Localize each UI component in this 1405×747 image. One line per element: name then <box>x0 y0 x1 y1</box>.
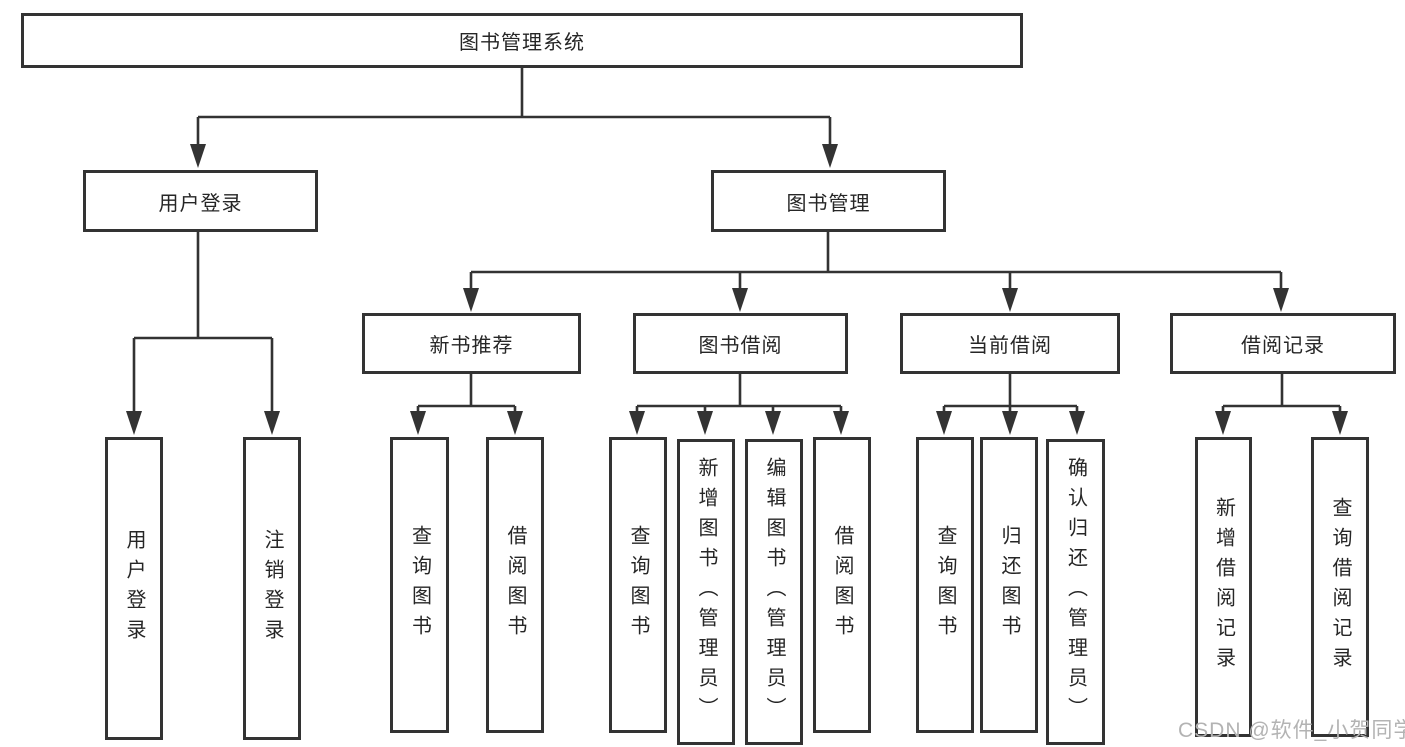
arrowhead-icon <box>1332 411 1348 435</box>
node-library-management-system: 图书管理系统 <box>21 13 1023 68</box>
leaf-user-login: 用户登录 <box>105 437 163 740</box>
leaf-return-books: 归还图书 <box>980 437 1038 733</box>
arrowhead-icon <box>822 144 838 168</box>
leaf-add-borrow-record: 新增借阅记录 <box>1195 437 1252 737</box>
leaf-query-borrow-record: 查询借阅记录 <box>1311 437 1369 737</box>
node-user-login: 用户登录 <box>83 170 318 232</box>
arrowhead-icon <box>190 144 206 168</box>
arrowhead-icon <box>1002 411 1018 435</box>
arrowhead-icon <box>732 288 748 312</box>
arrowhead-icon <box>629 411 645 435</box>
arrowhead-icon <box>410 411 426 435</box>
leaf-query-books-current: 查询图书 <box>916 437 974 733</box>
leaf-confirm-return-admin: 确认归还（管理员） <box>1046 439 1105 745</box>
arrowhead-icon <box>936 411 952 435</box>
node-new-book-recommend: 新书推荐 <box>362 313 581 374</box>
arrowhead-icon <box>126 411 142 435</box>
node-current-borrowing: 当前借阅 <box>900 313 1120 374</box>
leaf-query-books-borrow: 查询图书 <box>609 437 667 733</box>
arrowhead-icon <box>1273 288 1289 312</box>
leaf-borrow-books-recommend: 借阅图书 <box>486 437 544 733</box>
arrowhead-icon <box>264 411 280 435</box>
node-book-management: 图书管理 <box>711 170 946 232</box>
arrowhead-icon <box>1002 288 1018 312</box>
tree-edges <box>132 68 1342 414</box>
csdn-watermark: CSDN @软件_小贺同学 <box>1178 719 1405 742</box>
arrowhead-icon <box>765 411 781 435</box>
leaf-logout: 注销登录 <box>243 437 301 740</box>
arrowhead-icon <box>697 411 713 435</box>
arrowhead-icon <box>1069 411 1085 435</box>
leaf-query-books-recommend: 查询图书 <box>390 437 449 733</box>
arrowhead-icon <box>1215 411 1231 435</box>
leaf-add-books-admin: 新增图书（管理员） <box>677 439 735 745</box>
arrowhead-icon <box>463 288 479 312</box>
leaf-edit-books-admin: 编辑图书（管理员） <box>745 439 803 745</box>
arrowhead-icons <box>126 144 1348 435</box>
arrowhead-icon <box>507 411 523 435</box>
leaf-borrow-books: 借阅图书 <box>813 437 871 733</box>
node-book-borrowing: 图书借阅 <box>633 313 848 374</box>
node-borrowing-records: 借阅记录 <box>1170 313 1396 374</box>
arrowhead-icon <box>833 411 849 435</box>
